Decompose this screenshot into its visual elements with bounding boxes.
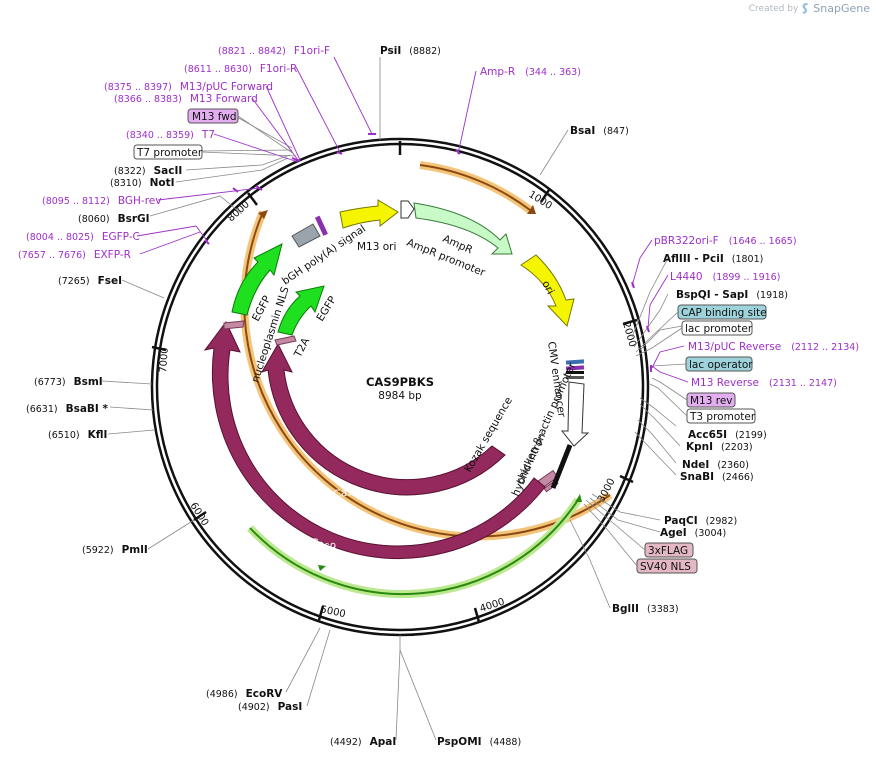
primer-bgh-rev[interactable]: (8095 .. 8112)BGH-rev (42, 195, 161, 207)
primer-m13-puc-forward[interactable]: (8375 .. 8397)M13/pUC Forward (104, 81, 273, 93)
feature-label-cas9-inner: Cas9 (332, 485, 360, 501)
primer-exfp-r[interactable]: (7657 .. 7676)EXFP-R (18, 249, 131, 261)
box-leader-lines (201, 115, 688, 567)
site-bspqi-sapi[interactable]: BspQI - SapI(1918) (676, 289, 788, 301)
site-kpni[interactable]: KpnI(2203) (686, 441, 753, 453)
plasmid-name: CAS9PBKS (366, 375, 434, 389)
orange-arrowhead-right (527, 205, 536, 214)
bgh-polya-block[interactable] (291, 223, 321, 248)
credit-prefix: Created by (748, 3, 799, 14)
site-bsrgi[interactable]: (8060)BsrGI (78, 213, 150, 225)
primer-m13-puc-reverse[interactable]: M13/pUC Reverse(2112 .. 2134) (688, 341, 859, 353)
ampr-promoter-arrow[interactable] (400, 200, 415, 219)
primer-t7[interactable]: (8340 .. 8359)T7 (126, 129, 215, 141)
site-ecorv[interactable]: (4986)EcoRV (206, 688, 283, 700)
primer-marks (204, 133, 652, 372)
primer-leader-lines (136, 56, 689, 383)
site-leader-lines (101, 57, 683, 741)
site-fsei[interactable]: (7265)FseI (58, 275, 122, 287)
site-psii[interactable]: PsiI(8882) (380, 45, 441, 57)
site-bsmi[interactable]: (6773)BsmI (34, 376, 103, 388)
site-acc65i[interactable]: Acc65I(2199) (688, 429, 767, 441)
site-snabi[interactable]: SnaBI(2466) (680, 471, 754, 483)
primer-l4440[interactable]: L4440(1899 .. 1916) (670, 271, 780, 283)
site-pasi[interactable]: (4902)PasI (238, 701, 302, 713)
site-bsabi[interactable]: (6631)BsaBI * (26, 403, 108, 415)
green-arc-core (249, 499, 579, 595)
orange-arrowhead-left (258, 210, 268, 219)
primer-m13-reverse[interactable]: M13 Reverse(2131 .. 2147) (691, 377, 837, 389)
box-3xflag-label: 3xFLAG (648, 545, 688, 557)
egfp-arrow-inner[interactable] (277, 285, 325, 336)
site-ndei[interactable]: NdeI(2360) (682, 459, 749, 471)
green-arrowhead-left (318, 565, 326, 571)
box-m13-fwd-label: M13 fwd (192, 111, 237, 123)
t2a-block[interactable] (274, 335, 297, 346)
feature-label-ori: ori (539, 279, 556, 297)
site-sacii[interactable]: (8322)SacII (114, 165, 182, 177)
outer-orange-arc-right-core (419, 164, 531, 211)
credit-brand: SnapGene (813, 2, 870, 15)
cas9-arrow-inner[interactable] (260, 342, 506, 496)
site-kfli[interactable]: (6510)KflI (48, 429, 107, 441)
primer-pbr322ori-f[interactable]: pBR322ori-F(1646 .. 1665) (654, 235, 797, 247)
cmv-enhancer-arrow[interactable] (560, 381, 590, 447)
feature-label-m13-ori: M13 ori (357, 241, 396, 253)
site-afliii-pcii[interactable]: AflIII - PciI(1801) (663, 253, 763, 265)
egfp-arrow-outer[interactable] (231, 243, 283, 316)
site-paqci[interactable]: PaqCI(2982) (664, 515, 737, 527)
nls-block[interactable] (223, 320, 245, 330)
site-apai[interactable]: (4492)ApaI (330, 736, 396, 748)
site-bglii[interactable]: BglII(3383) (612, 603, 679, 615)
primer-m13-forward[interactable]: (8366 .. 8383)M13 Forward (114, 93, 258, 105)
snapgene-credit: Created by SnapGene (749, 2, 870, 15)
box-lac-promoter-label: lac promoter (685, 323, 753, 335)
snapgene-logo-icon (802, 3, 808, 14)
box-t7-promoter-label: T7 promoter (136, 147, 203, 159)
m13-ori-arrow[interactable] (339, 199, 399, 229)
site-agei[interactable]: AgeI(3004) (660, 527, 726, 539)
primer-f1ori-r[interactable]: (8611 .. 8630)F1ori-R (184, 63, 297, 75)
primer-amp-r[interactable]: Amp-R(344 .. 363) (480, 66, 581, 78)
ori-arrow[interactable] (520, 254, 575, 327)
cas9-arrow-outer[interactable] (203, 321, 546, 560)
green-arrowhead-right (575, 494, 582, 502)
tick-label-7000: 7000 (158, 347, 171, 373)
site-noti[interactable]: (8310)NotI (110, 177, 175, 189)
ampr-arrow[interactable] (413, 202, 513, 255)
box-sv40-nls-label: SV40 NLS (640, 561, 691, 573)
primer-f1ori-f[interactable]: (8821 .. 8842)F1ori-F (218, 45, 330, 57)
tick-marks (151, 141, 638, 623)
primer-egfp-c[interactable]: (8004 .. 8025)EGFP-C (26, 231, 140, 243)
site-pspomi[interactable]: PspOMI(4488) (437, 736, 521, 748)
boxed-labels: M13 fwd T7 promoter CAP binding site lac… (133, 108, 767, 574)
tick-label-5000: 5000 (319, 604, 346, 620)
box-t3-promoter-label: T3 promoter (689, 411, 756, 423)
plasmid-size: 8984 bp (378, 390, 422, 402)
site-pmli[interactable]: (5922)PmlI (82, 544, 148, 556)
box-cap-binding-site-label: CAP binding site (681, 307, 767, 319)
box-m13-rev-label: M13 rev (690, 395, 733, 407)
site-bsai[interactable]: BsaI(847) (570, 125, 629, 137)
tick-label-6000: 6000 (187, 501, 210, 528)
cmv-black-segment (550, 444, 573, 489)
box-lac-operator-label: lac operator (689, 359, 753, 371)
